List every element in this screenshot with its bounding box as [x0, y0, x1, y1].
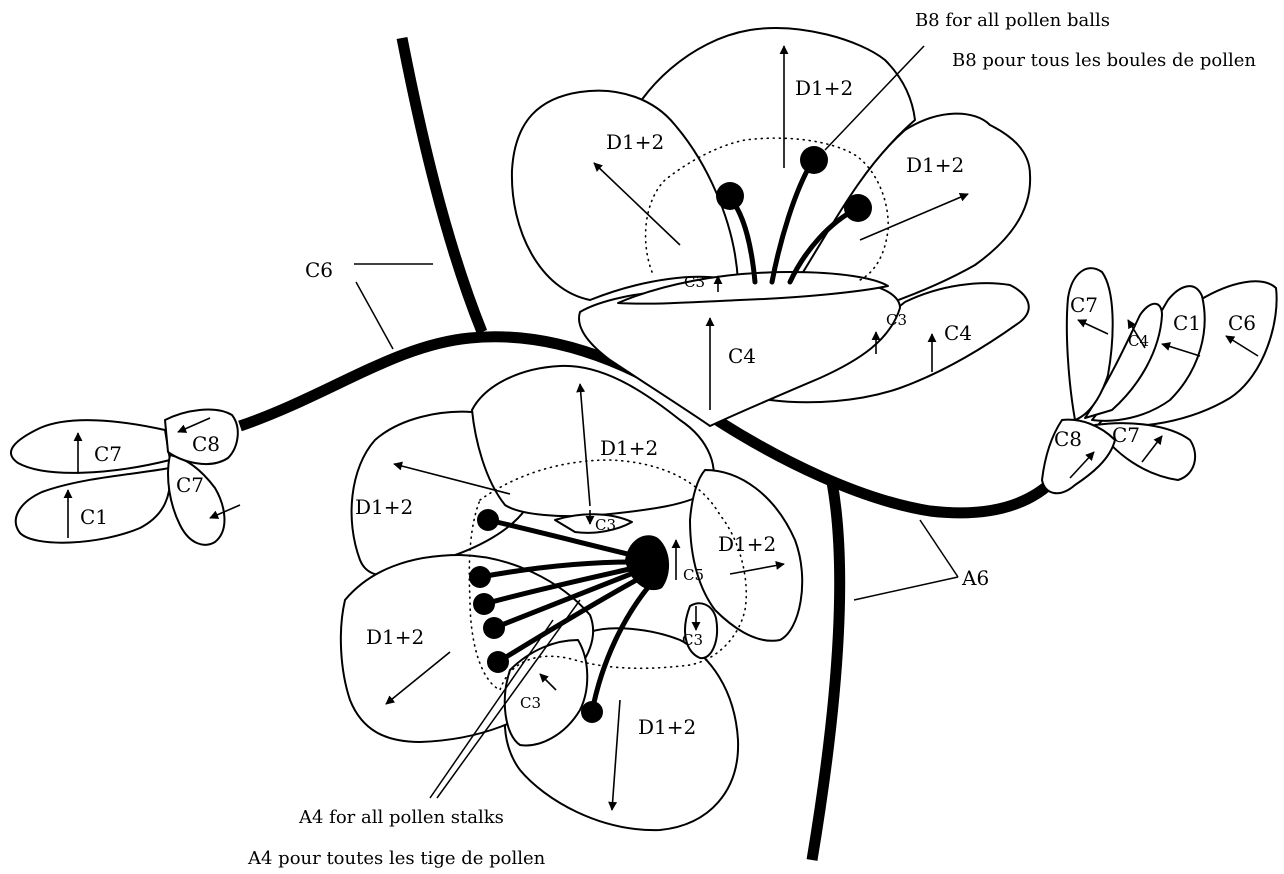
label-low-petal-bottom: D1+2: [638, 715, 696, 739]
label-low-inner-top: C3: [595, 516, 616, 534]
a6-leader-upper: [920, 520, 958, 577]
lower-pollen-ball-6: [581, 701, 603, 723]
lower-pollen-ball-1: [477, 509, 499, 531]
note-pollen-balls-fr: B8 pour tous les boules de pollen: [952, 50, 1256, 71]
label-top-sepal-c3: C3: [886, 311, 907, 329]
label-low-petal-lowleft: D1+2: [366, 625, 424, 649]
label-top-petal-back: D1+2: [795, 76, 853, 100]
lower-pollen-ball-4: [483, 617, 505, 639]
label-top-sepal-c4: C4: [944, 321, 972, 345]
lower-pollen-ball-2: [469, 566, 491, 588]
a6-leader-lower: [854, 577, 958, 600]
label-low-inner-left: C3: [520, 694, 541, 712]
lower-pollen-ball-3: [473, 593, 495, 615]
label-low-petal-left: D1+2: [355, 495, 413, 519]
label-right-bud-c8: C8: [1054, 427, 1082, 451]
lower-branch-stem: [812, 482, 840, 860]
lower-pollen-ball-5: [487, 651, 509, 673]
left-bud-sepal-c7: [168, 455, 224, 545]
label-left-bud-c7-top: C7: [94, 442, 122, 466]
label-right-bud-c1: C1: [1173, 311, 1201, 335]
label-right-bud-c4: C4: [1128, 332, 1149, 350]
note-pollen-stalks-fr: A4 pour toutes les tige de pollen: [247, 848, 546, 869]
note-pollen-balls-en: B8 for all pollen balls: [915, 10, 1110, 31]
label-c6-branch: C6: [305, 258, 333, 282]
label-left-bud-c8: C8: [192, 432, 220, 456]
upper-pollen-ball-2: [800, 146, 828, 174]
lower-inner-top-sepal: [555, 514, 632, 533]
label-top-petal-right: D1+2: [906, 153, 964, 177]
label-right-bud-c7-bottom: C7: [1112, 423, 1140, 447]
label-top-front-petal: C4: [728, 344, 756, 368]
upper-pollen-ball-1: [716, 182, 744, 210]
left-bud-petal-c7-top: [11, 420, 170, 473]
label-left-bud-c1: C1: [80, 505, 108, 529]
upper-flower: [512, 28, 1030, 426]
label-low-center: C5: [683, 566, 704, 584]
label-top-inner-rim: C3: [684, 273, 705, 291]
label-low-petal-top: D1+2: [600, 436, 658, 460]
upper-branch-stem: [402, 38, 482, 332]
label-a6-branch: A6: [961, 566, 989, 590]
note-pollen-stalks-en: A4 for all pollen stalks: [298, 807, 504, 828]
label-right-bud-c6: C6: [1228, 311, 1256, 335]
label-low-petal-right: D1+2: [718, 532, 776, 556]
c6-leader-lower: [356, 282, 393, 349]
label-top-petal-left: D1+2: [606, 130, 664, 154]
upper-pollen-ball-3: [844, 194, 872, 222]
label-low-inner-right: C3: [682, 631, 703, 649]
left-bud: [11, 410, 240, 545]
label-right-bud-c7-top: C7: [1070, 293, 1098, 317]
label-left-bud-c7-right: C7: [176, 473, 204, 497]
